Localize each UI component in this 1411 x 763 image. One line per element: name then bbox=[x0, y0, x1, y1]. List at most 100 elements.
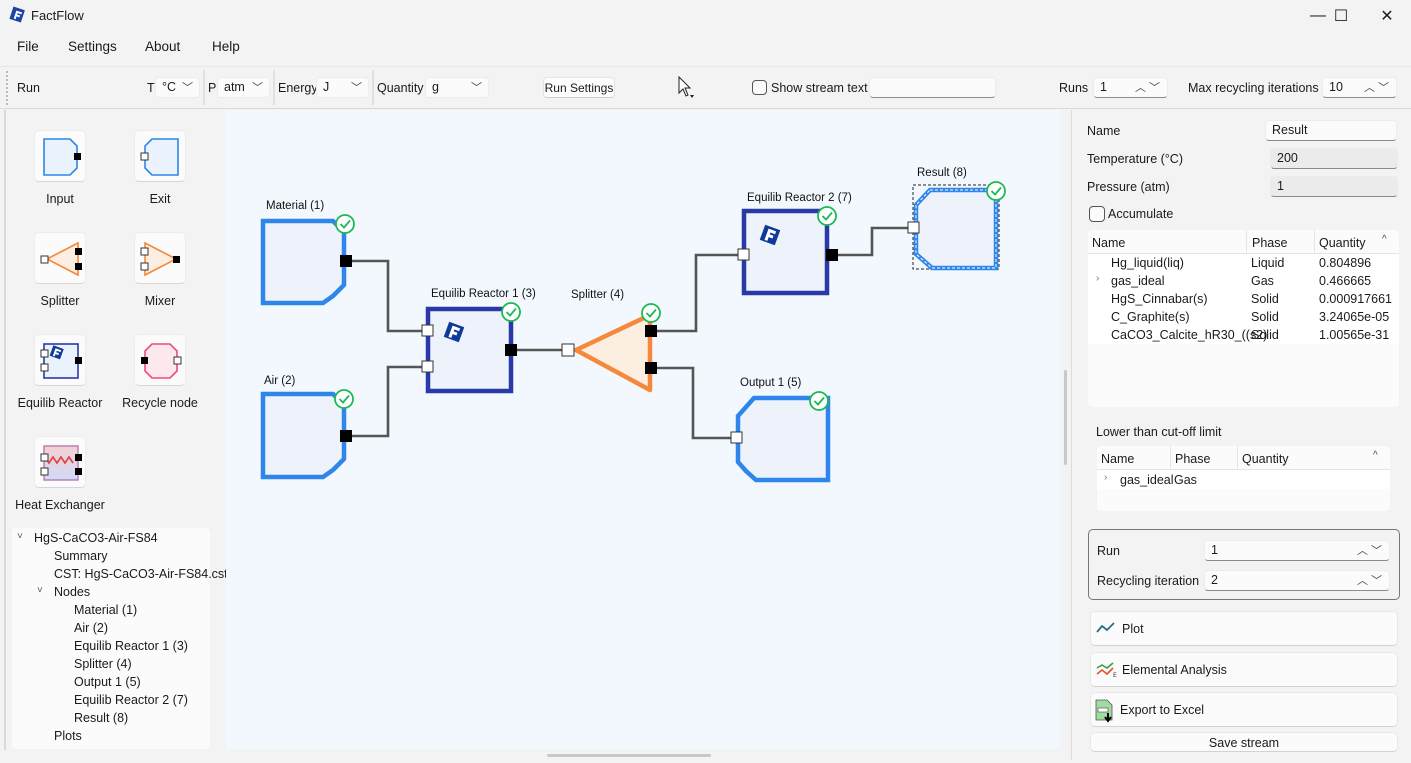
flowsheet-canvas[interactable]: Material (1) Air (2) Equilib Reactor 1 (… bbox=[226, 110, 1060, 749]
tree-node-item[interactable]: Output 1 (5) bbox=[74, 675, 141, 689]
output-port[interactable] bbox=[645, 362, 657, 374]
tree-item-nodes[interactable]: Nodes bbox=[54, 585, 91, 599]
column-header-name[interactable]: Name bbox=[1101, 452, 1135, 466]
menu-about[interactable]: About bbox=[145, 39, 181, 54]
name-input[interactable]: Result bbox=[1265, 120, 1397, 141]
tree-node-item[interactable]: Equilib Reactor 1 (3) bbox=[74, 639, 188, 653]
palette-recycle-node-button[interactable] bbox=[134, 334, 186, 386]
elemental-analysis-button[interactable]: E Elemental Analysis bbox=[1090, 652, 1398, 687]
input-port[interactable] bbox=[561, 343, 575, 357]
chevron-down-icon[interactable]: ˅ bbox=[17, 531, 23, 542]
canvas-horizontal-scrollbar[interactable] bbox=[547, 754, 711, 757]
recycling-iteration-spinbox[interactable]: 2 ︿﹀ bbox=[1204, 570, 1390, 591]
chevron-right-icon[interactable]: › bbox=[1104, 472, 1108, 483]
output-port[interactable] bbox=[340, 430, 352, 442]
column-header-quantity[interactable]: Quantity bbox=[1242, 452, 1289, 466]
spin-arrows-icon[interactable]: ︿﹀ bbox=[1364, 82, 1392, 94]
chevron-down-icon[interactable]: ˅ bbox=[37, 585, 43, 596]
close-button[interactable]: ✕ bbox=[1364, 0, 1410, 32]
cutoff-row[interactable]: › gas_ideal Gas bbox=[1097, 470, 1390, 489]
canvas-vertical-scrollbar[interactable] bbox=[1064, 370, 1067, 465]
tree-node-item[interactable]: Material (1) bbox=[74, 603, 138, 617]
pressure-input[interactable]: 1 bbox=[1270, 176, 1398, 197]
plot-button[interactable]: Plot bbox=[1090, 611, 1398, 646]
column-header-phase[interactable]: Phase bbox=[1252, 236, 1288, 250]
output-1-node[interactable] bbox=[735, 395, 831, 483]
tree-node-item[interactable]: Equilib Reactor 2 (7) bbox=[74, 693, 188, 707]
accumulate-checkbox[interactable] bbox=[1089, 206, 1105, 222]
spin-arrows-icon[interactable]: ︿﹀ bbox=[1357, 545, 1385, 557]
spin-arrows-icon[interactable]: ︿﹀ bbox=[1135, 82, 1163, 94]
sort-ascending-icon[interactable]: ^ bbox=[1382, 234, 1387, 245]
column-header-phase[interactable]: Phase bbox=[1175, 452, 1211, 466]
sort-ascending-icon[interactable]: ^ bbox=[1373, 450, 1378, 461]
equilib-reactor-2-node[interactable] bbox=[741, 208, 830, 296]
max-recycling-spinbox[interactable]: 10 ︿﹀ bbox=[1322, 77, 1397, 98]
input-port[interactable] bbox=[737, 248, 750, 261]
input-port[interactable] bbox=[421, 324, 434, 337]
show-stream-text-checkbox[interactable] bbox=[752, 80, 767, 95]
pressure-unit-select[interactable]: atm﹀ bbox=[217, 77, 270, 98]
recycle-node-icon bbox=[141, 343, 182, 379]
tree-item-cst[interactable]: CST: HgS-CaCO3-Air-FS84.cst bbox=[54, 567, 228, 581]
palette-heat-exchanger-button[interactable] bbox=[34, 436, 86, 488]
runs-spinbox[interactable]: 1 ︿﹀ bbox=[1093, 77, 1168, 98]
maximize-button[interactable]: ☐ bbox=[1318, 0, 1364, 32]
toolbar-grip[interactable] bbox=[6, 71, 8, 105]
stream-material-to-reactor1 bbox=[351, 259, 426, 333]
svg-text:E: E bbox=[1113, 672, 1117, 678]
mixer-node-icon bbox=[140, 241, 180, 277]
run-settings-button[interactable]: Run Settings bbox=[543, 77, 615, 98]
stream-reactor2-to-result bbox=[832, 226, 913, 257]
save-stream-button[interactable]: Save stream bbox=[1090, 732, 1398, 752]
palette-input-button[interactable] bbox=[34, 130, 86, 182]
tree-node-item[interactable]: Result (8) bbox=[74, 711, 129, 725]
air-node[interactable] bbox=[260, 391, 347, 480]
output-port[interactable] bbox=[645, 325, 657, 337]
menu-settings[interactable]: Settings bbox=[68, 39, 117, 54]
tree-node-item[interactable]: Splitter (4) bbox=[74, 657, 132, 671]
energy-unit-label: Energy bbox=[278, 81, 318, 95]
menu-file[interactable]: File bbox=[17, 39, 39, 54]
temperature-label: Temperature (°C) bbox=[1087, 152, 1183, 166]
palette-mixer-button[interactable] bbox=[134, 232, 186, 284]
export-excel-button[interactable]: Export to Excel bbox=[1090, 692, 1398, 727]
menu-help[interactable]: Help bbox=[212, 39, 240, 54]
palette-exit-button[interactable] bbox=[134, 130, 186, 182]
chevron-right-icon[interactable]: › bbox=[1096, 273, 1100, 284]
temperature-input[interactable]: 200 bbox=[1270, 148, 1398, 169]
splitter-node[interactable] bbox=[573, 312, 653, 393]
minimize-button[interactable]: — bbox=[1295, 0, 1341, 32]
input-port[interactable] bbox=[421, 360, 434, 373]
column-header-quantity[interactable]: Quantity bbox=[1319, 236, 1366, 250]
palette-splitter-button[interactable] bbox=[34, 232, 86, 284]
result-node[interactable] bbox=[913, 187, 999, 271]
tree-item-plots[interactable]: Plots bbox=[54, 729, 82, 743]
output-port[interactable] bbox=[826, 249, 838, 261]
column-header-name[interactable]: Name bbox=[1092, 236, 1126, 250]
equilib-reactor-1-node[interactable] bbox=[425, 306, 514, 394]
tree-item-summary[interactable]: Summary bbox=[54, 549, 108, 563]
input-port[interactable] bbox=[730, 431, 743, 444]
tree-node-item[interactable]: Air (2) bbox=[74, 621, 109, 635]
quantity-unit-select[interactable]: g﹀ bbox=[425, 77, 489, 98]
palette-equilib-reactor-button[interactable] bbox=[34, 334, 86, 386]
tree-root[interactable]: HgS-CaCO3-Air-FS84 bbox=[34, 531, 158, 545]
material-node[interactable] bbox=[260, 218, 347, 306]
pointer-mode-icon[interactable] bbox=[676, 76, 696, 100]
input-port[interactable] bbox=[907, 221, 920, 234]
chevron-down-icon: ﹀ bbox=[471, 82, 482, 94]
spin-arrows-icon[interactable]: ︿﹀ bbox=[1357, 575, 1385, 587]
output-port[interactable] bbox=[340, 255, 352, 267]
run-select-spinbox[interactable]: 1 ︿﹀ bbox=[1204, 540, 1390, 561]
toolbar-separator bbox=[203, 70, 205, 105]
stream-text-input[interactable] bbox=[869, 77, 996, 98]
temperature-unit-select[interactable]: °C﹀ bbox=[155, 77, 200, 98]
energy-unit-select[interactable]: J﹀ bbox=[316, 77, 369, 98]
output-port[interactable] bbox=[505, 344, 517, 356]
